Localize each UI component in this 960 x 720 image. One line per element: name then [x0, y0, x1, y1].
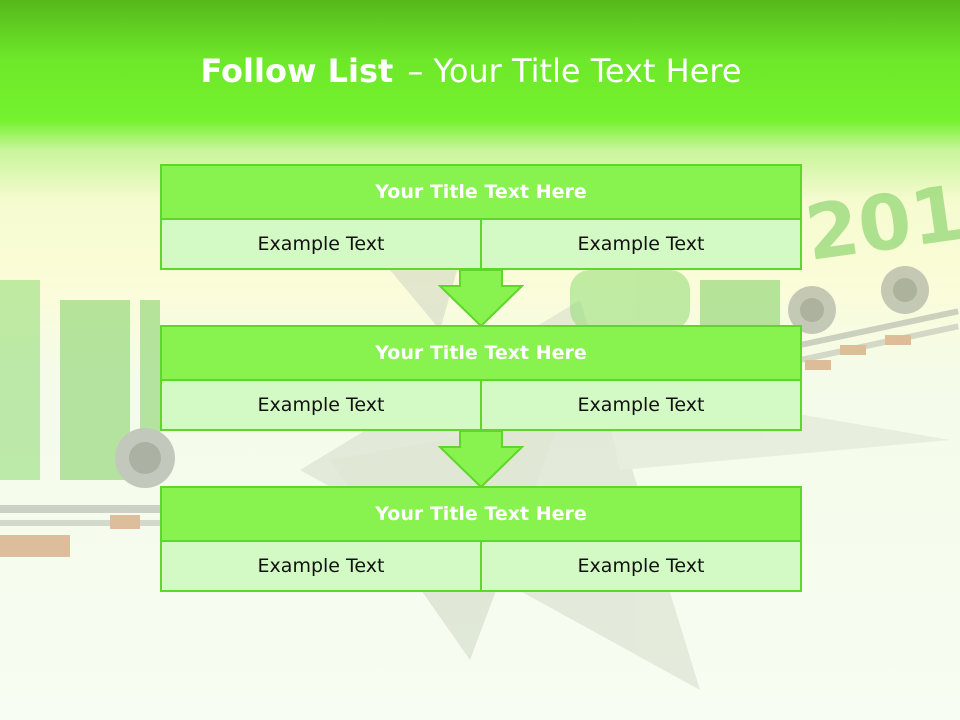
block-cell-right: Example Text	[482, 542, 802, 592]
list-block: Your Title Text Here Example Text Exampl…	[160, 164, 802, 270]
numeral-block	[0, 280, 40, 480]
block-row: Example Text Example Text	[160, 381, 802, 431]
block-row: Example Text Example Text	[160, 220, 802, 270]
block-cell-left: Example Text	[160, 220, 482, 270]
numeral-block	[140, 300, 160, 460]
block-title: Your Title Text Here	[160, 164, 802, 220]
rail	[0, 520, 180, 526]
slide-title: Follow List – Your Title Text Here	[0, 52, 942, 90]
block-title: Your Title Text Here	[160, 325, 802, 381]
rail	[0, 505, 180, 513]
title-rest: – Your Title Text Here	[407, 52, 742, 90]
numeral-block	[700, 280, 780, 330]
block-row: Example Text Example Text	[160, 542, 802, 592]
year-numerals: 2010	[800, 160, 960, 278]
block-cell-right: Example Text	[482, 381, 802, 431]
down-arrow-icon	[438, 270, 524, 328]
block-title: Your Title Text Here	[160, 486, 802, 542]
burst-ray	[390, 260, 460, 330]
rail	[801, 308, 959, 348]
block-cell-right: Example Text	[482, 220, 802, 270]
numeral-block	[570, 270, 690, 330]
list-block: Your Title Text Here Example Text Exampl…	[160, 486, 802, 592]
block-cell-left: Example Text	[160, 381, 482, 431]
down-arrow-icon	[438, 431, 524, 489]
list-block: Your Title Text Here Example Text Exampl…	[160, 325, 802, 431]
block-cell-left: Example Text	[160, 542, 482, 592]
title-bold: Follow List	[200, 52, 394, 90]
